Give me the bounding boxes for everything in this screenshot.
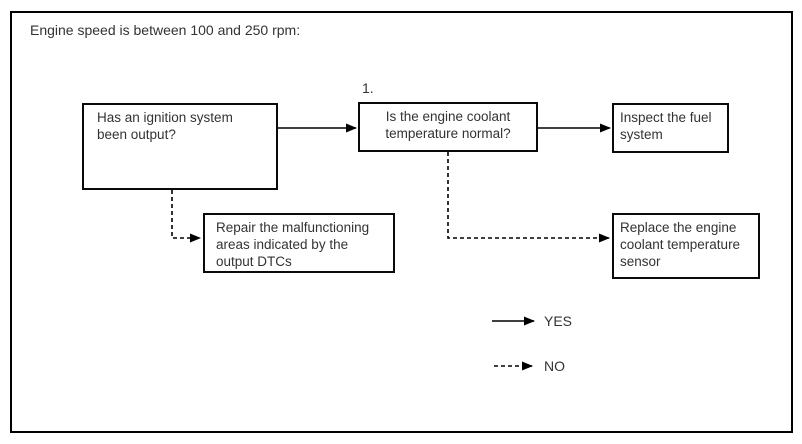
step-number-label: 1.	[362, 80, 374, 96]
node-replace-coolant-sensor: Replace the engine coolant temperature s…	[612, 213, 760, 279]
diagram-title: Engine speed is between 100 and 250 rpm:	[30, 22, 301, 38]
node-repair-malfunctioning-areas: Repair the malfunctioning areas indicate…	[203, 213, 395, 273]
legend-no-label: NO	[544, 358, 565, 374]
legend-yes-label: YES	[544, 313, 573, 329]
node-coolant-temperature-question: Is the engine coolant temperature normal…	[358, 102, 538, 152]
node-inspect-fuel-system: Inspect the fuel system	[612, 103, 729, 153]
node-ignition-system-question: Has an ignition system been output?	[82, 103, 278, 190]
